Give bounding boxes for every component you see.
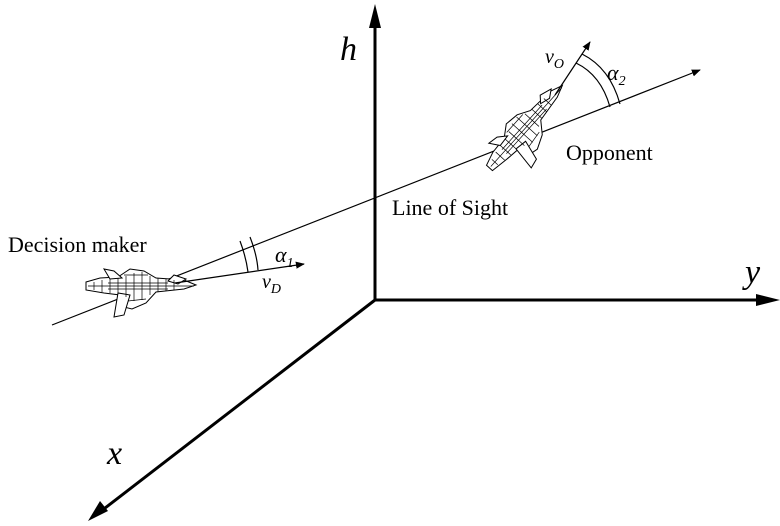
opponent-label: Opponent — [566, 140, 653, 165]
decision-maker: Decision maker vD α1 — [8, 232, 305, 318]
v-d-vector — [174, 261, 305, 284]
alpha-1-symbol: α — [275, 242, 287, 267]
line-of-sight-label: Line of Sight — [392, 195, 508, 220]
alpha-2-arc-inner — [575, 62, 611, 108]
h-axis-label: h — [340, 31, 357, 68]
x-axis-arrowhead — [88, 501, 108, 521]
alpha-2-label: α2 — [607, 60, 626, 89]
v-d-subscript: D — [270, 282, 281, 297]
x-axis-label: x — [106, 435, 122, 472]
coordinate-axes: h y x — [88, 4, 780, 521]
alpha-1-subscript: 1 — [287, 256, 294, 271]
y-axis-arrowhead — [756, 294, 780, 306]
h-axis-arrowhead — [369, 4, 381, 28]
alpha-2-symbol: α — [607, 60, 619, 85]
v-o-label: vO — [545, 46, 564, 72]
decision-maker-jet-icon — [85, 268, 198, 318]
alpha-1-arc-inner — [249, 236, 259, 271]
alpha-1-label: α1 — [275, 242, 294, 271]
alpha-1-arc — [239, 240, 249, 273]
alpha-2-arc — [581, 53, 621, 105]
v-d-symbol: v — [262, 271, 271, 293]
opponent-jet-icon — [485, 84, 564, 172]
alpha-2-subscript: 2 — [619, 74, 626, 89]
x-axis-line — [95, 298, 376, 517]
v-d-label: vD — [262, 271, 281, 297]
v-o-subscript: O — [554, 57, 564, 72]
v-o-vector — [554, 41, 591, 96]
opponent: Opponent vO α2 — [485, 41, 653, 172]
y-axis-label: y — [742, 254, 761, 291]
v-o-symbol: v — [545, 46, 554, 68]
decision-maker-label: Decision maker — [8, 232, 147, 257]
